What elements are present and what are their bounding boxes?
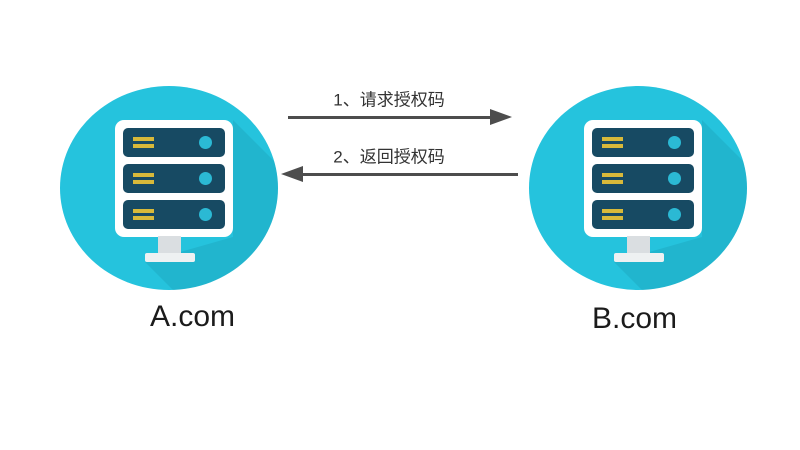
node-a-label: A.com <box>150 300 236 333</box>
server-dot-icon <box>199 136 212 149</box>
monitor-stand-stem <box>158 236 181 254</box>
server-unit <box>123 128 225 157</box>
server-leds-icon <box>602 209 623 220</box>
server-leds-icon <box>602 173 623 184</box>
server-unit <box>592 128 694 157</box>
monitor-stand-base <box>614 253 664 262</box>
server-dot-icon <box>668 136 681 149</box>
server-dot-icon <box>199 208 212 221</box>
monitor-stand-base <box>145 253 195 262</box>
arrow-right-line <box>288 116 492 119</box>
server-circle-a <box>60 86 278 290</box>
server-unit <box>592 200 694 229</box>
monitor-stand-stem <box>627 236 650 254</box>
server-leds-icon <box>133 209 154 220</box>
arrow-left-line <box>301 173 518 176</box>
server-leds-icon <box>133 137 154 148</box>
server-leds-icon <box>133 173 154 184</box>
server-dot-icon <box>668 172 681 185</box>
server-circle-b <box>529 86 747 290</box>
server-unit <box>123 164 225 193</box>
arrow-right-head-icon <box>490 109 512 125</box>
server-rack-icon <box>584 120 702 237</box>
arrow-left-head-icon <box>281 166 303 182</box>
server-unit <box>592 164 694 193</box>
node-b-label: B.com <box>592 302 678 335</box>
flow-1-label: 1、请求授权码 <box>333 90 445 110</box>
server-unit <box>123 200 225 229</box>
server-dot-icon <box>199 172 212 185</box>
server-rack-icon <box>115 120 233 237</box>
server-dot-icon <box>668 208 681 221</box>
server-leds-icon <box>602 137 623 148</box>
flow-2-label: 2、返回授权码 <box>333 147 445 167</box>
